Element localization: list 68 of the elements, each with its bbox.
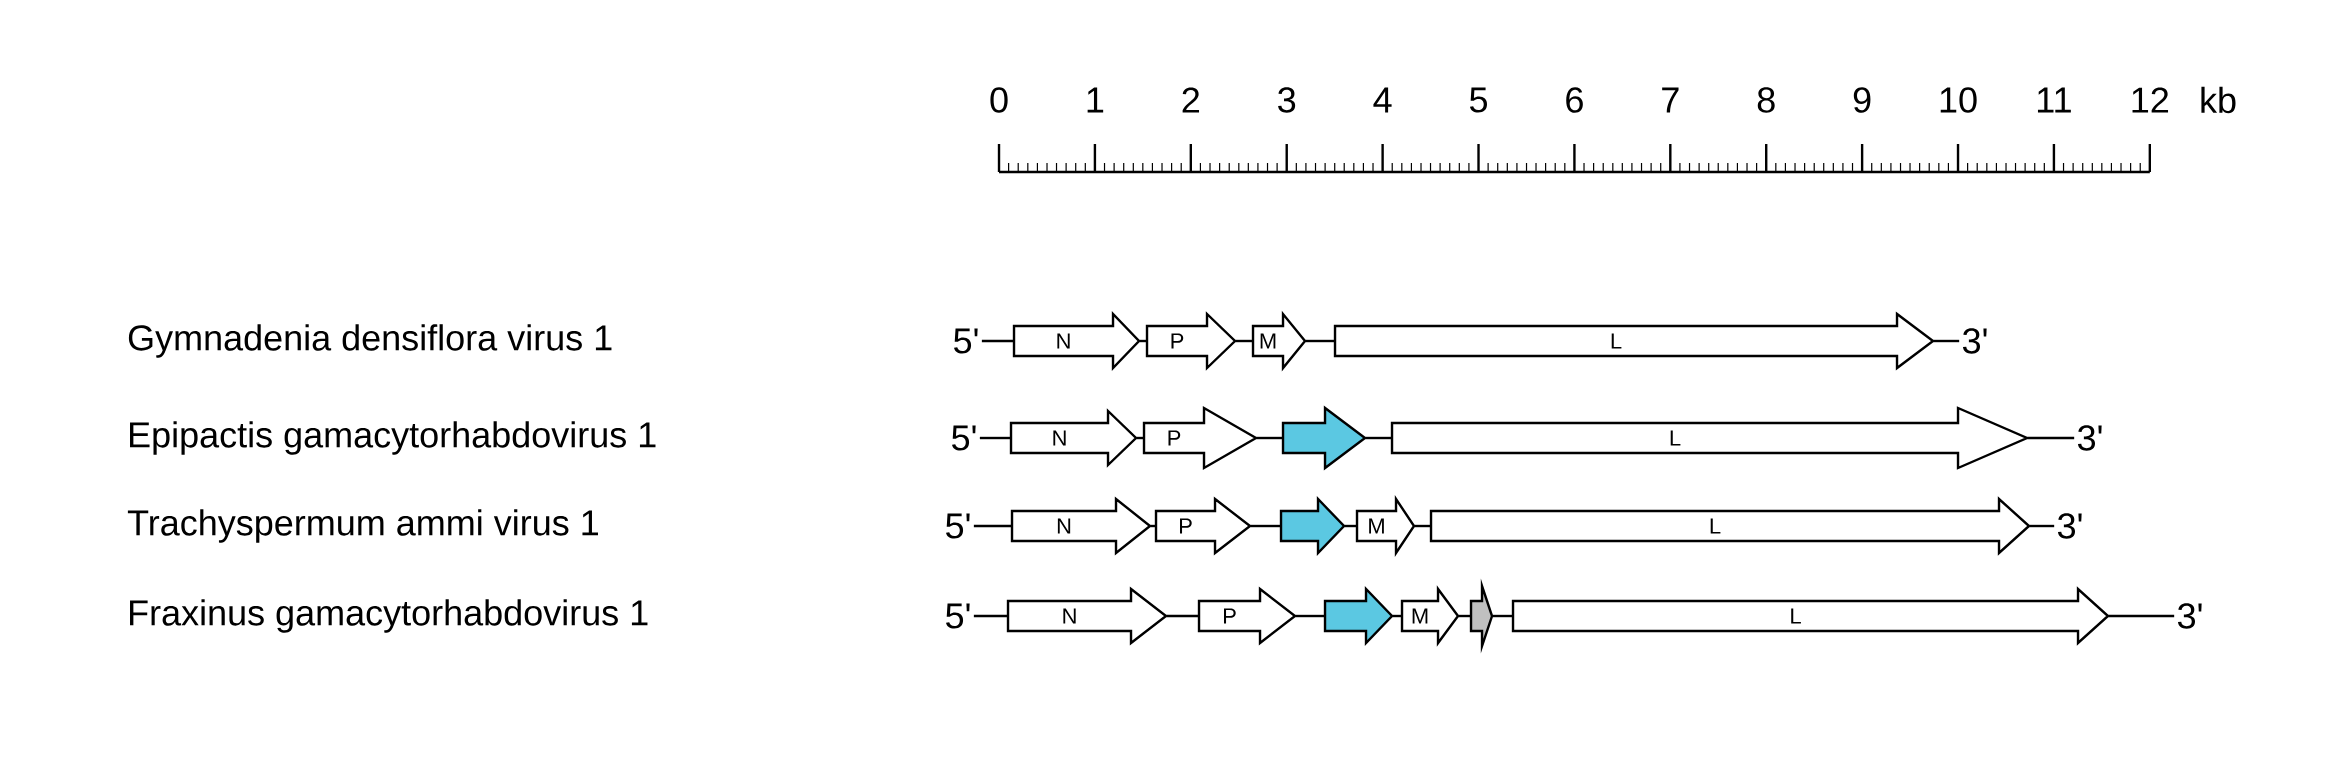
end-label: 3' [2077, 425, 2102, 451]
genome-line [2029, 524, 2055, 528]
gene-block: L [1390, 406, 2031, 470]
virus-name: Trachyspermum ammi virus 1 [127, 509, 598, 543]
gene-block: M [1400, 585, 1460, 647]
gene-block: N [1010, 496, 1152, 556]
gene-block [1323, 586, 1394, 646]
end-label: 3' [2177, 603, 2202, 629]
gene-block [1281, 405, 1367, 471]
gene-block: P [1145, 311, 1237, 371]
end-label: 3' [1962, 328, 1987, 354]
gene-block [1469, 578, 1494, 654]
genome-line [1166, 614, 1199, 618]
genome-line [1933, 339, 1960, 343]
genome-line [1235, 339, 1253, 343]
genome-line [981, 339, 1014, 343]
genome-line [1392, 614, 1402, 618]
genome-line [1256, 436, 1283, 440]
end-label: 5' [946, 603, 970, 629]
tick-label: 6 [1566, 87, 1583, 113]
genome-line [1458, 614, 1471, 618]
end-label: 5' [954, 328, 978, 354]
genome-line [979, 436, 1011, 440]
gene-block: M [1355, 495, 1416, 557]
genome-line [1136, 436, 1144, 440]
genome-line [1150, 524, 1156, 528]
tick-label: 10 [1940, 87, 1977, 113]
tick-label: 8 [1757, 87, 1775, 113]
virus-name: Fraxinus gamacytorhabdovirus 1 [130, 599, 648, 633]
gene-block: N [1006, 586, 1168, 646]
tick-label: 4 [1373, 87, 1392, 113]
genome-line [973, 524, 1012, 528]
genome-line [1295, 614, 1325, 618]
genome-line [1305, 339, 1335, 343]
genome-line [1414, 524, 1431, 528]
gene-block: N [1009, 408, 1138, 468]
tick-label: 2 [1182, 87, 1200, 113]
genome-line [1139, 339, 1147, 343]
end-label: 5' [952, 425, 976, 451]
gene-block: N [1012, 311, 1141, 371]
tick-label: 5 [1469, 87, 1487, 113]
tick-label: 0 [990, 87, 1008, 113]
end-label: 5' [946, 513, 970, 539]
genome-line [2027, 436, 2075, 440]
gene-block: L [1333, 311, 1935, 371]
virus-name: Gymnadenia densiflora virus 1 [128, 324, 612, 358]
genome-line [1365, 436, 1392, 440]
tick-label: 1 [1087, 87, 1104, 113]
genome-line [1344, 524, 1357, 528]
gene-block: P [1154, 496, 1252, 556]
tick-label: 12 [2132, 87, 2169, 113]
genome-line [2108, 614, 2175, 618]
genome-line [1250, 524, 1281, 528]
tick-label: 3 [1278, 87, 1296, 113]
genome-line [973, 614, 1008, 618]
tick-label: 9 [1853, 87, 1871, 113]
tick-label: 11 [2037, 87, 2071, 113]
end-label: 3' [2057, 513, 2082, 539]
gene-block: P [1197, 586, 1297, 646]
gene-block: M [1251, 310, 1307, 372]
gene-block: P [1142, 405, 1259, 471]
unit-label: kb [2201, 86, 2236, 114]
genome-line [1492, 614, 1513, 618]
tick-label: 7 [1662, 87, 1679, 113]
gene-block: L [1511, 586, 2110, 646]
virus-name: Epipactis gamacytorhabdovirus 1 [130, 421, 656, 455]
gene-block: L [1429, 496, 2031, 556]
gene-block [1279, 496, 1346, 556]
